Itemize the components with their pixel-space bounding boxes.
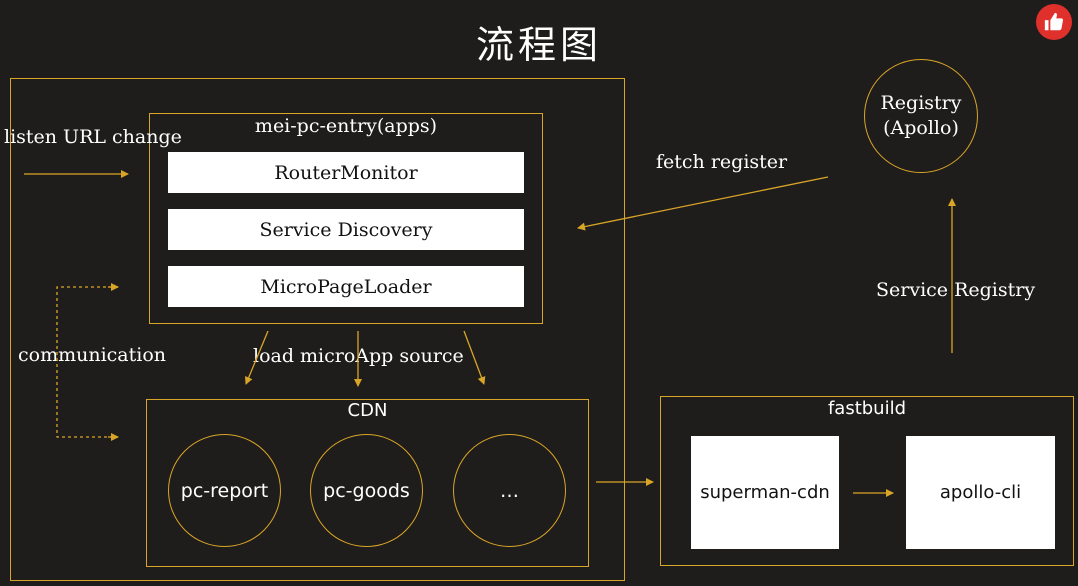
- system-boundary: [10, 78, 625, 581]
- listen-url-label: listen URL change: [4, 126, 182, 148]
- registry-label: Registry: [880, 92, 962, 114]
- fastbuild-container: [660, 396, 1074, 566]
- load-source-label: load microApp source: [253, 345, 464, 367]
- fastbuild-title: fastbuild: [827, 398, 907, 419]
- apollo-cli-tool: apollo-cli: [906, 436, 1055, 549]
- entry-container: [149, 113, 543, 324]
- service-discovery-module: Service Discovery: [168, 209, 524, 250]
- fetch-register-label: fetch register: [656, 151, 788, 173]
- superman-cdn-label: superman-cdn: [700, 482, 830, 503]
- router-monitor-label: RouterMonitor: [274, 161, 418, 184]
- superman-cdn-tool: superman-cdn: [691, 436, 839, 549]
- cdn-app-pc-report: pc-report: [168, 434, 281, 547]
- pc-report-label: pc-report: [180, 479, 269, 502]
- thumbs-up-icon: [1044, 12, 1064, 31]
- router-monitor-module: RouterMonitor: [168, 152, 524, 193]
- service-discovery-label: Service Discovery: [259, 218, 433, 241]
- cdn-app-pc-goods: pc-goods: [310, 434, 423, 547]
- entry-title: mei-pc-entry(apps): [254, 115, 438, 137]
- registry-sub-label: (Apollo): [883, 117, 959, 139]
- more-apps-label: …: [500, 479, 519, 502]
- micro-page-loader-label: MicroPageLoader: [260, 275, 432, 298]
- micro-page-loader-module: MicroPageLoader: [168, 266, 524, 307]
- diagram-title: 流程图: [475, 23, 602, 67]
- pc-goods-label: pc-goods: [323, 479, 410, 502]
- cdn-title: CDN: [347, 400, 388, 421]
- like-badge[interactable]: [1036, 4, 1072, 40]
- service-registry-label: Service Registry: [876, 279, 1036, 301]
- apollo-cli-label: apollo-cli: [939, 482, 1022, 503]
- cdn-container: [146, 399, 589, 567]
- registry-node: Registry (Apollo): [864, 59, 978, 173]
- communication-label: communication: [18, 344, 167, 366]
- cdn-app-more: …: [453, 434, 566, 547]
